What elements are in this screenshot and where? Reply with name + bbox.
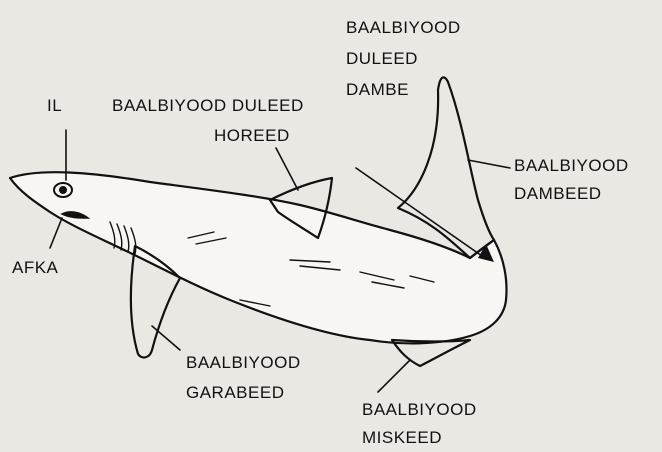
shark-body bbox=[10, 172, 507, 343]
leader-pelvic bbox=[378, 360, 410, 392]
label-tail: BAALBIYOOD DAMBEED bbox=[514, 152, 629, 208]
label-pectoral-line1: BAALBIYOOD bbox=[186, 348, 301, 378]
label-dorsal-back: BAALBIYOOD DULEED DAMBE bbox=[346, 12, 461, 105]
label-pectoral: BAALBIYOOD GARABEED bbox=[186, 348, 301, 408]
label-afka: AFKA bbox=[12, 258, 58, 278]
label-pelvic: BAALBIYOOD MISKEED bbox=[362, 396, 477, 452]
label-dorsal-back-line2: DULEED bbox=[346, 43, 461, 74]
label-pelvic-line1: BAALBIYOOD bbox=[362, 396, 477, 424]
label-il: IL bbox=[47, 96, 62, 116]
leader-tail bbox=[468, 160, 510, 168]
label-dorsal-front-line2: HOREED bbox=[112, 126, 304, 146]
label-tail-line1: BAALBIYOOD bbox=[514, 152, 629, 180]
label-dorsal-back-line3: DAMBE bbox=[346, 74, 461, 105]
label-pectoral-line2: GARABEED bbox=[186, 378, 301, 408]
shark-pupil bbox=[59, 186, 67, 194]
label-dorsal-back-line1: BAALBIYOOD bbox=[346, 12, 461, 43]
label-dorsal-front: BAALBIYOOD DULEED HOREED bbox=[112, 96, 304, 146]
leader-dorsal-front bbox=[276, 148, 298, 190]
leader-afka bbox=[50, 218, 62, 248]
label-dorsal-front-line1: BAALBIYOOD DULEED bbox=[112, 96, 304, 116]
label-pelvic-line2: MISKEED bbox=[362, 424, 477, 452]
label-tail-line2: DAMBEED bbox=[514, 180, 629, 208]
